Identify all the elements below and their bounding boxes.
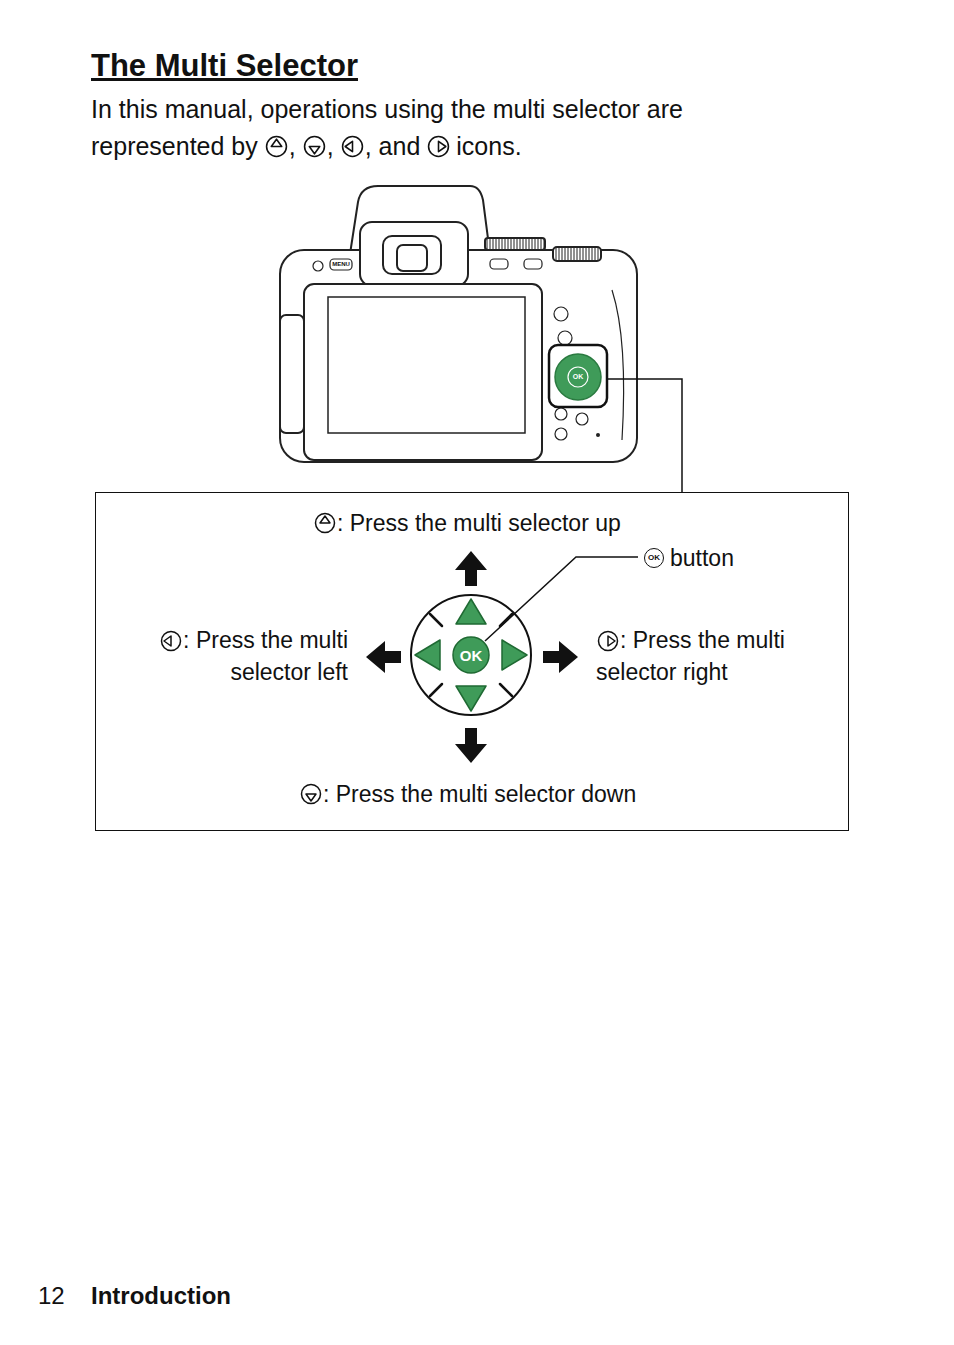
direction-label: : Press the multi selector down	[299, 777, 636, 809]
label-text: ,	[327, 132, 334, 160]
label-text: : Press the multi selector up	[337, 510, 621, 536]
label-text: OK	[573, 373, 584, 380]
direction-icon	[265, 135, 288, 158]
label-text: MENU	[332, 261, 350, 267]
label-text: : Press the multi selector right	[596, 627, 785, 685]
selector-enlarged	[411, 595, 531, 715]
direction-label: : Press the multi selector right	[596, 624, 826, 689]
ok-icon: OK	[644, 548, 664, 568]
label-text: , and	[365, 132, 421, 160]
direction-label: : Press the multi selector left	[118, 624, 348, 689]
menu-text: MENU	[329, 260, 353, 269]
label-text: button	[670, 545, 734, 571]
leader-line	[485, 557, 638, 641]
label-text: : Press the multi selector left	[183, 627, 348, 685]
direction-icon	[160, 630, 182, 652]
label-text: : Press the multi selector down	[323, 781, 636, 807]
direction-icon	[303, 135, 326, 158]
label-text: Introduction	[91, 1282, 231, 1309]
ok-text: OK	[566, 372, 590, 382]
ok-button-label: OK button	[644, 541, 734, 573]
direction-arrows	[366, 551, 578, 763]
label-text: icons.	[456, 132, 521, 160]
intro-text: In this manual, operations using the mul…	[91, 90, 811, 164]
page-number: 12	[38, 1278, 65, 1311]
ok-text: OK	[453, 645, 489, 666]
leader-line	[607, 379, 682, 492]
section-name: Introduction	[91, 1278, 231, 1311]
direction-icon	[341, 135, 364, 158]
direction-icon	[300, 783, 322, 805]
callout-box	[96, 493, 849, 831]
direction-icon	[597, 630, 619, 652]
direction-icon	[427, 135, 450, 158]
page-title: The Multi Selector	[91, 48, 358, 84]
label-text: 12	[38, 1282, 65, 1309]
camera-body	[280, 186, 637, 462]
direction-label: : Press the multi selector up	[313, 506, 621, 538]
camera-multi-selector	[549, 345, 607, 407]
label-text: ,	[289, 132, 296, 160]
direction-icon	[314, 512, 336, 534]
label-text: OK	[460, 647, 483, 664]
